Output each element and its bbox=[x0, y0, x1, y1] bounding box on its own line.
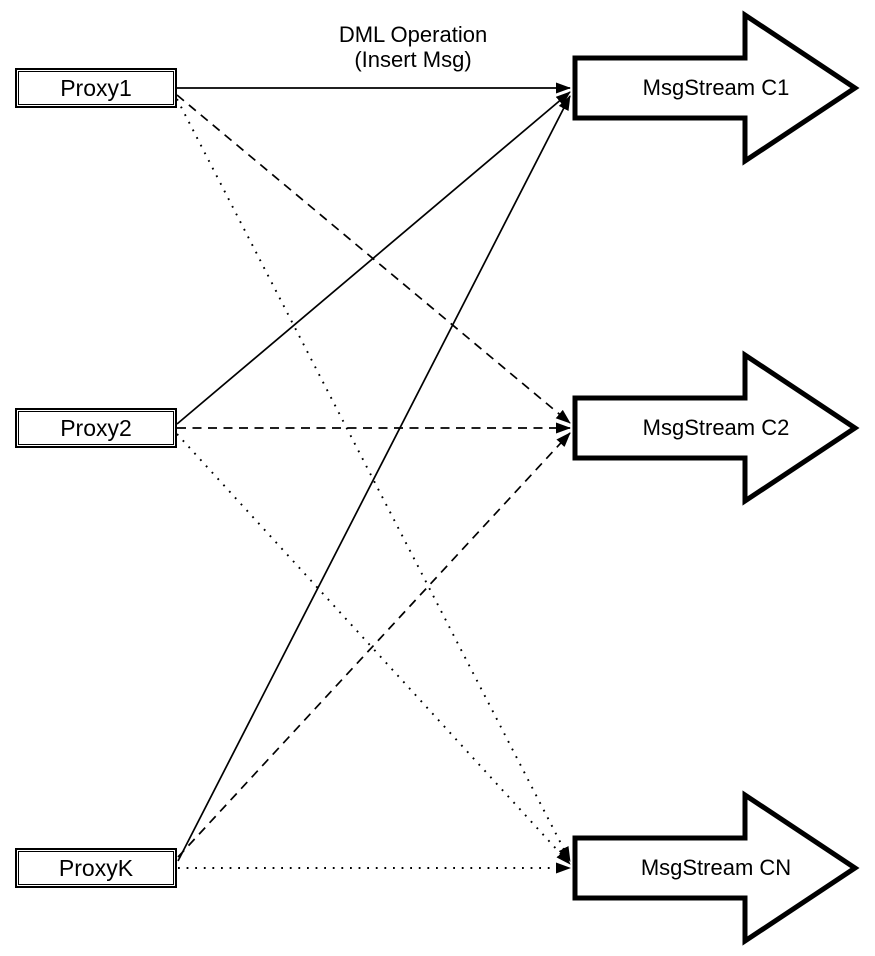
proxy1-node: Proxy1 bbox=[15, 68, 177, 108]
edge-proxy1-c2 bbox=[176, 94, 571, 424]
dml-operation-label-line1: DML Operation bbox=[338, 22, 488, 47]
proxyk-node-inner-border: ProxyK bbox=[18, 851, 174, 885]
proxy2-node: Proxy2 bbox=[15, 408, 177, 448]
proxyk-label: ProxyK bbox=[58, 854, 134, 881]
edge-proxy2-cn bbox=[176, 433, 571, 865]
edge-proxy1-cn bbox=[176, 98, 571, 862]
edge-proxyk-c2 bbox=[177, 432, 571, 858]
msgstream-cn-arrow-shape bbox=[572, 790, 860, 946]
dml-operation-label-line2: (Insert Msg) bbox=[354, 47, 472, 72]
proxy2-node-inner-border: Proxy2 bbox=[18, 411, 174, 445]
msgstream-c2-arrow-shape bbox=[572, 350, 860, 506]
proxy1-label: Proxy1 bbox=[60, 74, 132, 101]
dml-operation-label: DML Operation (Insert Msg) bbox=[263, 22, 563, 72]
proxyk-node: ProxyK bbox=[15, 848, 177, 888]
msgstream-c1-arrow-shape bbox=[572, 10, 860, 166]
edge-proxyk-c1 bbox=[177, 95, 571, 862]
proxy1-node-inner-border: Proxy1 bbox=[18, 71, 174, 105]
proxy2-label: Proxy2 bbox=[60, 414, 132, 441]
